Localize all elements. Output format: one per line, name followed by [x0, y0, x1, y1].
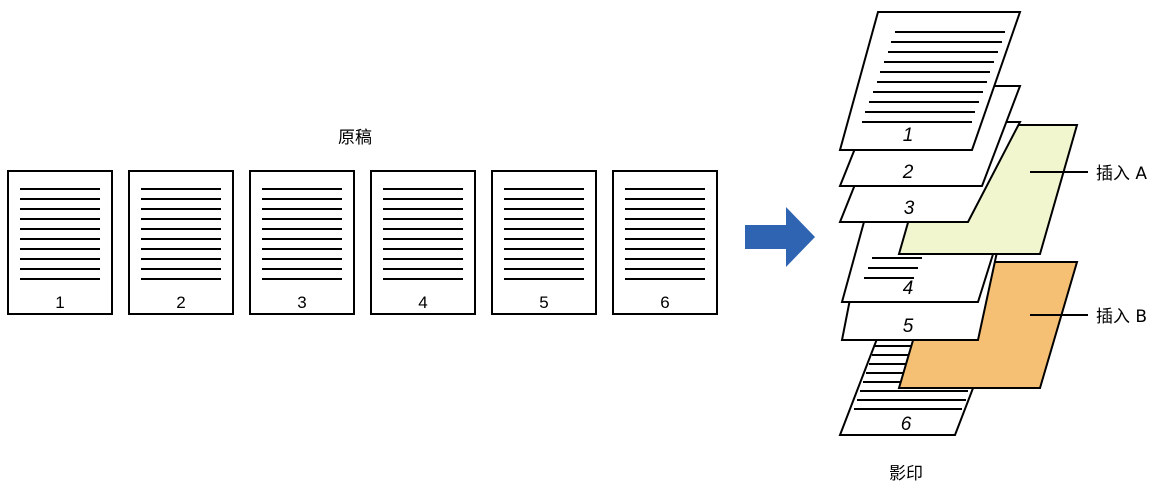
- original-page-number: 1: [55, 293, 64, 312]
- page-outline: [491, 170, 597, 315]
- original-page: 4: [370, 170, 476, 315]
- original-page-number: 5: [539, 293, 548, 312]
- copy-page-number: 3: [904, 198, 915, 219]
- original-page: 1: [7, 170, 113, 315]
- page-outline: [612, 170, 718, 315]
- original-page: 5: [491, 170, 597, 315]
- insert-a-callout: 插入 A: [1030, 164, 1147, 184]
- page-outline: [370, 170, 476, 315]
- original-page: 3: [249, 170, 355, 315]
- insert-b-label: 插入 B: [1096, 307, 1147, 327]
- original-page-number: 3: [297, 293, 306, 312]
- page-outline: [128, 170, 234, 315]
- copies-label: 影印: [889, 464, 923, 484]
- originals-label: 原稿: [338, 128, 372, 148]
- copy-stack: 6 5 4 3 2: [838, 11, 1079, 436]
- original-page-number: 2: [176, 293, 185, 312]
- copy-page-number: 2: [902, 162, 914, 183]
- original-page: 2: [128, 170, 234, 315]
- original-page: 6: [612, 170, 718, 315]
- page-outline: [249, 170, 355, 315]
- original-pages-row: 1 2 3 4 5 6: [7, 170, 718, 315]
- copy-page-number: 5: [903, 316, 914, 337]
- copy-sheet-1: 1: [838, 11, 1022, 151]
- original-page-number: 4: [418, 293, 427, 312]
- copy-page-number: 6: [901, 414, 912, 435]
- copy-page-number: 4: [903, 278, 914, 299]
- copy-page-number: 1: [903, 125, 914, 146]
- insert-b-callout: 插入 B: [1030, 307, 1147, 327]
- page-outline: [7, 170, 113, 315]
- insert-a-label: 插入 A: [1096, 164, 1147, 184]
- original-page-number: 6: [660, 293, 669, 312]
- right-arrow-icon: [745, 207, 815, 267]
